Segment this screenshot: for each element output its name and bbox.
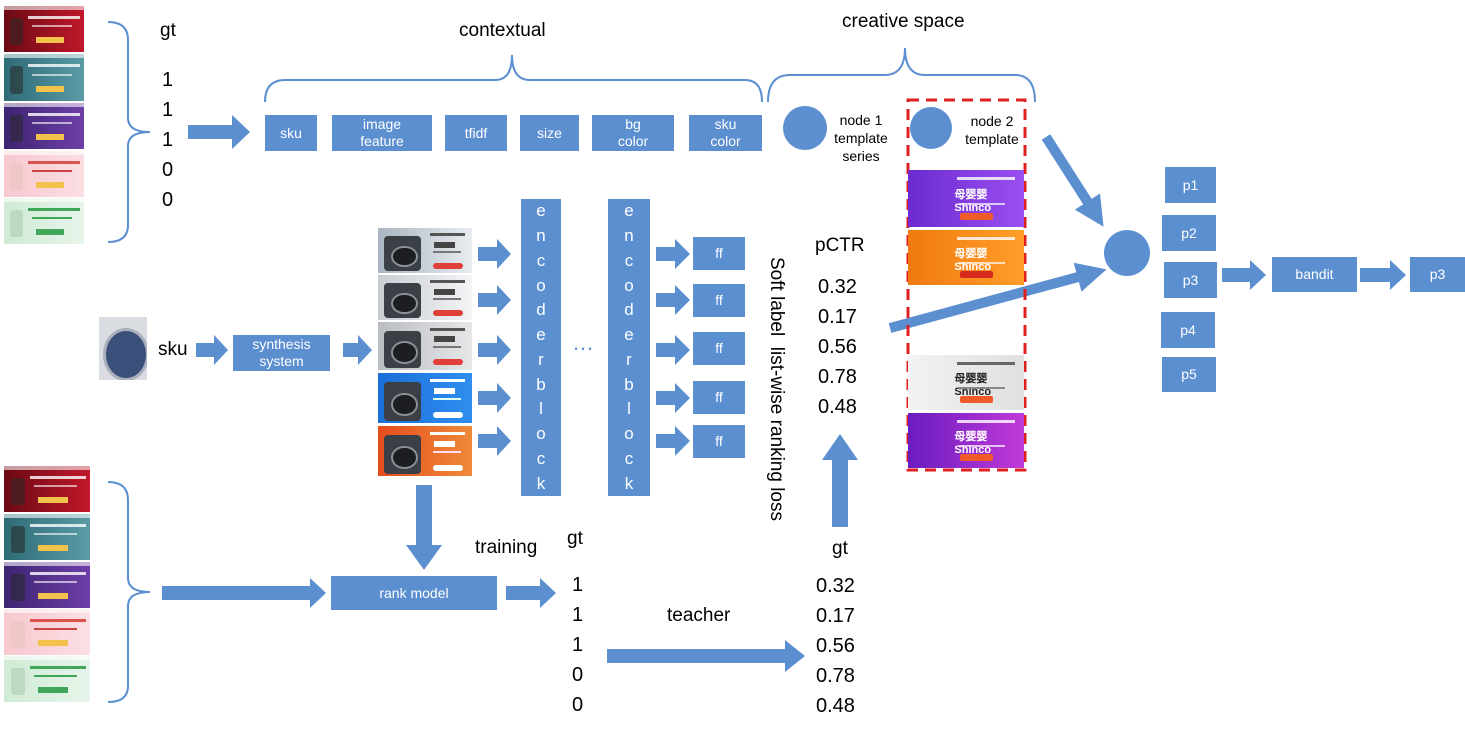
- template-ad: 母婴婴Shinco: [908, 230, 1024, 285]
- feature-bg-color: bg color: [592, 115, 674, 151]
- gt2-label: gt: [832, 538, 848, 559]
- arrow-rank-to-gt: [506, 578, 556, 608]
- loss-label-container: Soft label list-wise ranking loss: [765, 257, 805, 577]
- synthesized-creative: [378, 322, 472, 370]
- feature-image: image feature: [332, 115, 432, 151]
- feature-tfidf: tfidf: [445, 115, 507, 151]
- arrow-teacher: [607, 640, 805, 672]
- product-thumbnail: [4, 609, 90, 655]
- brace-contextual: [264, 54, 763, 103]
- gt-label-bottom: gt: [567, 528, 583, 549]
- rank-model-box: rank model: [331, 576, 497, 610]
- arrow-synth-to-images: [343, 335, 372, 365]
- teacher-label: teacher: [667, 605, 731, 626]
- arrow-p3-to-bandit: [1222, 260, 1266, 290]
- p-box: p3: [1164, 262, 1217, 298]
- product-thumbnail: [4, 198, 84, 244]
- synthesis-system-box: synthesis system: [233, 335, 330, 371]
- merge-circle: [1104, 230, 1150, 276]
- template-ad: 母婴婴Shinco: [908, 355, 1024, 410]
- ff-box: ff: [693, 332, 745, 365]
- gt-label-top: gt: [160, 20, 176, 41]
- washing-machine-image: [99, 317, 147, 380]
- ff-box: ff: [693, 381, 745, 414]
- synthesized-creative: [378, 228, 472, 273]
- template-dashed-box: [906, 98, 1027, 472]
- ff-box: ff: [693, 237, 745, 270]
- node-1-circle: [783, 106, 827, 150]
- synthesized-creative: [378, 275, 472, 320]
- feature-sku: sku: [265, 115, 317, 151]
- arrow-node2-to-merge: [1041, 134, 1104, 227]
- brace-creative: [767, 47, 1036, 103]
- bandit-box: bandit: [1272, 257, 1357, 292]
- arrow-gt-to-pctr: [822, 434, 858, 527]
- product-thumbnail: [4, 562, 90, 608]
- p-box: p4: [1161, 312, 1215, 348]
- template-ad: 母婴婴Shinco: [908, 170, 1024, 227]
- soft-label-loss-text: Soft label list-wise ranking loss: [766, 257, 787, 521]
- product-thumbnail: [4, 514, 90, 560]
- sku-label: sku: [158, 339, 188, 360]
- product-thumbnail: [4, 54, 84, 101]
- result-p3-box: p3: [1410, 257, 1465, 292]
- product-thumbnail: [4, 466, 90, 512]
- feature-sku-color: sku color: [689, 115, 762, 151]
- arrow-bandit-to-result: [1360, 260, 1406, 290]
- node-1-label: node 1 template series: [834, 112, 888, 165]
- p-box: p1: [1165, 167, 1216, 203]
- p-box: p2: [1162, 215, 1216, 251]
- template-ad: 母婴婴Shinco: [908, 413, 1024, 468]
- ellipsis: …: [572, 330, 594, 355]
- product-thumbnail: [4, 656, 90, 702]
- arrow-images-to-rank: [406, 485, 442, 570]
- brace-bottom: [107, 481, 151, 703]
- pctr-label: pCTR: [815, 235, 865, 256]
- product-thumbnail: [4, 151, 84, 197]
- arrow-gt-to-features: [188, 115, 250, 149]
- node-2-circle: [910, 107, 952, 149]
- arrow-brace-to-rank: [162, 578, 326, 608]
- arrow-sku-to-synth: [196, 335, 228, 365]
- product-thumbnail: [4, 103, 84, 149]
- ff-box: ff: [693, 284, 745, 317]
- node-2-label: node 2 template: [965, 113, 1019, 148]
- ff-box: ff: [693, 425, 745, 458]
- training-label: training: [475, 537, 538, 558]
- p-box: p5: [1162, 357, 1216, 392]
- synthesized-creative: [378, 373, 472, 423]
- product-thumbnail: [4, 6, 84, 52]
- arrow-pctr-to-merge: [888, 262, 1107, 333]
- contextual-label: contextual: [459, 20, 546, 41]
- feature-size: size: [520, 115, 579, 151]
- creative-space-label: creative space: [842, 11, 965, 32]
- brace-top: [107, 21, 151, 243]
- synthesized-creative: [378, 426, 472, 476]
